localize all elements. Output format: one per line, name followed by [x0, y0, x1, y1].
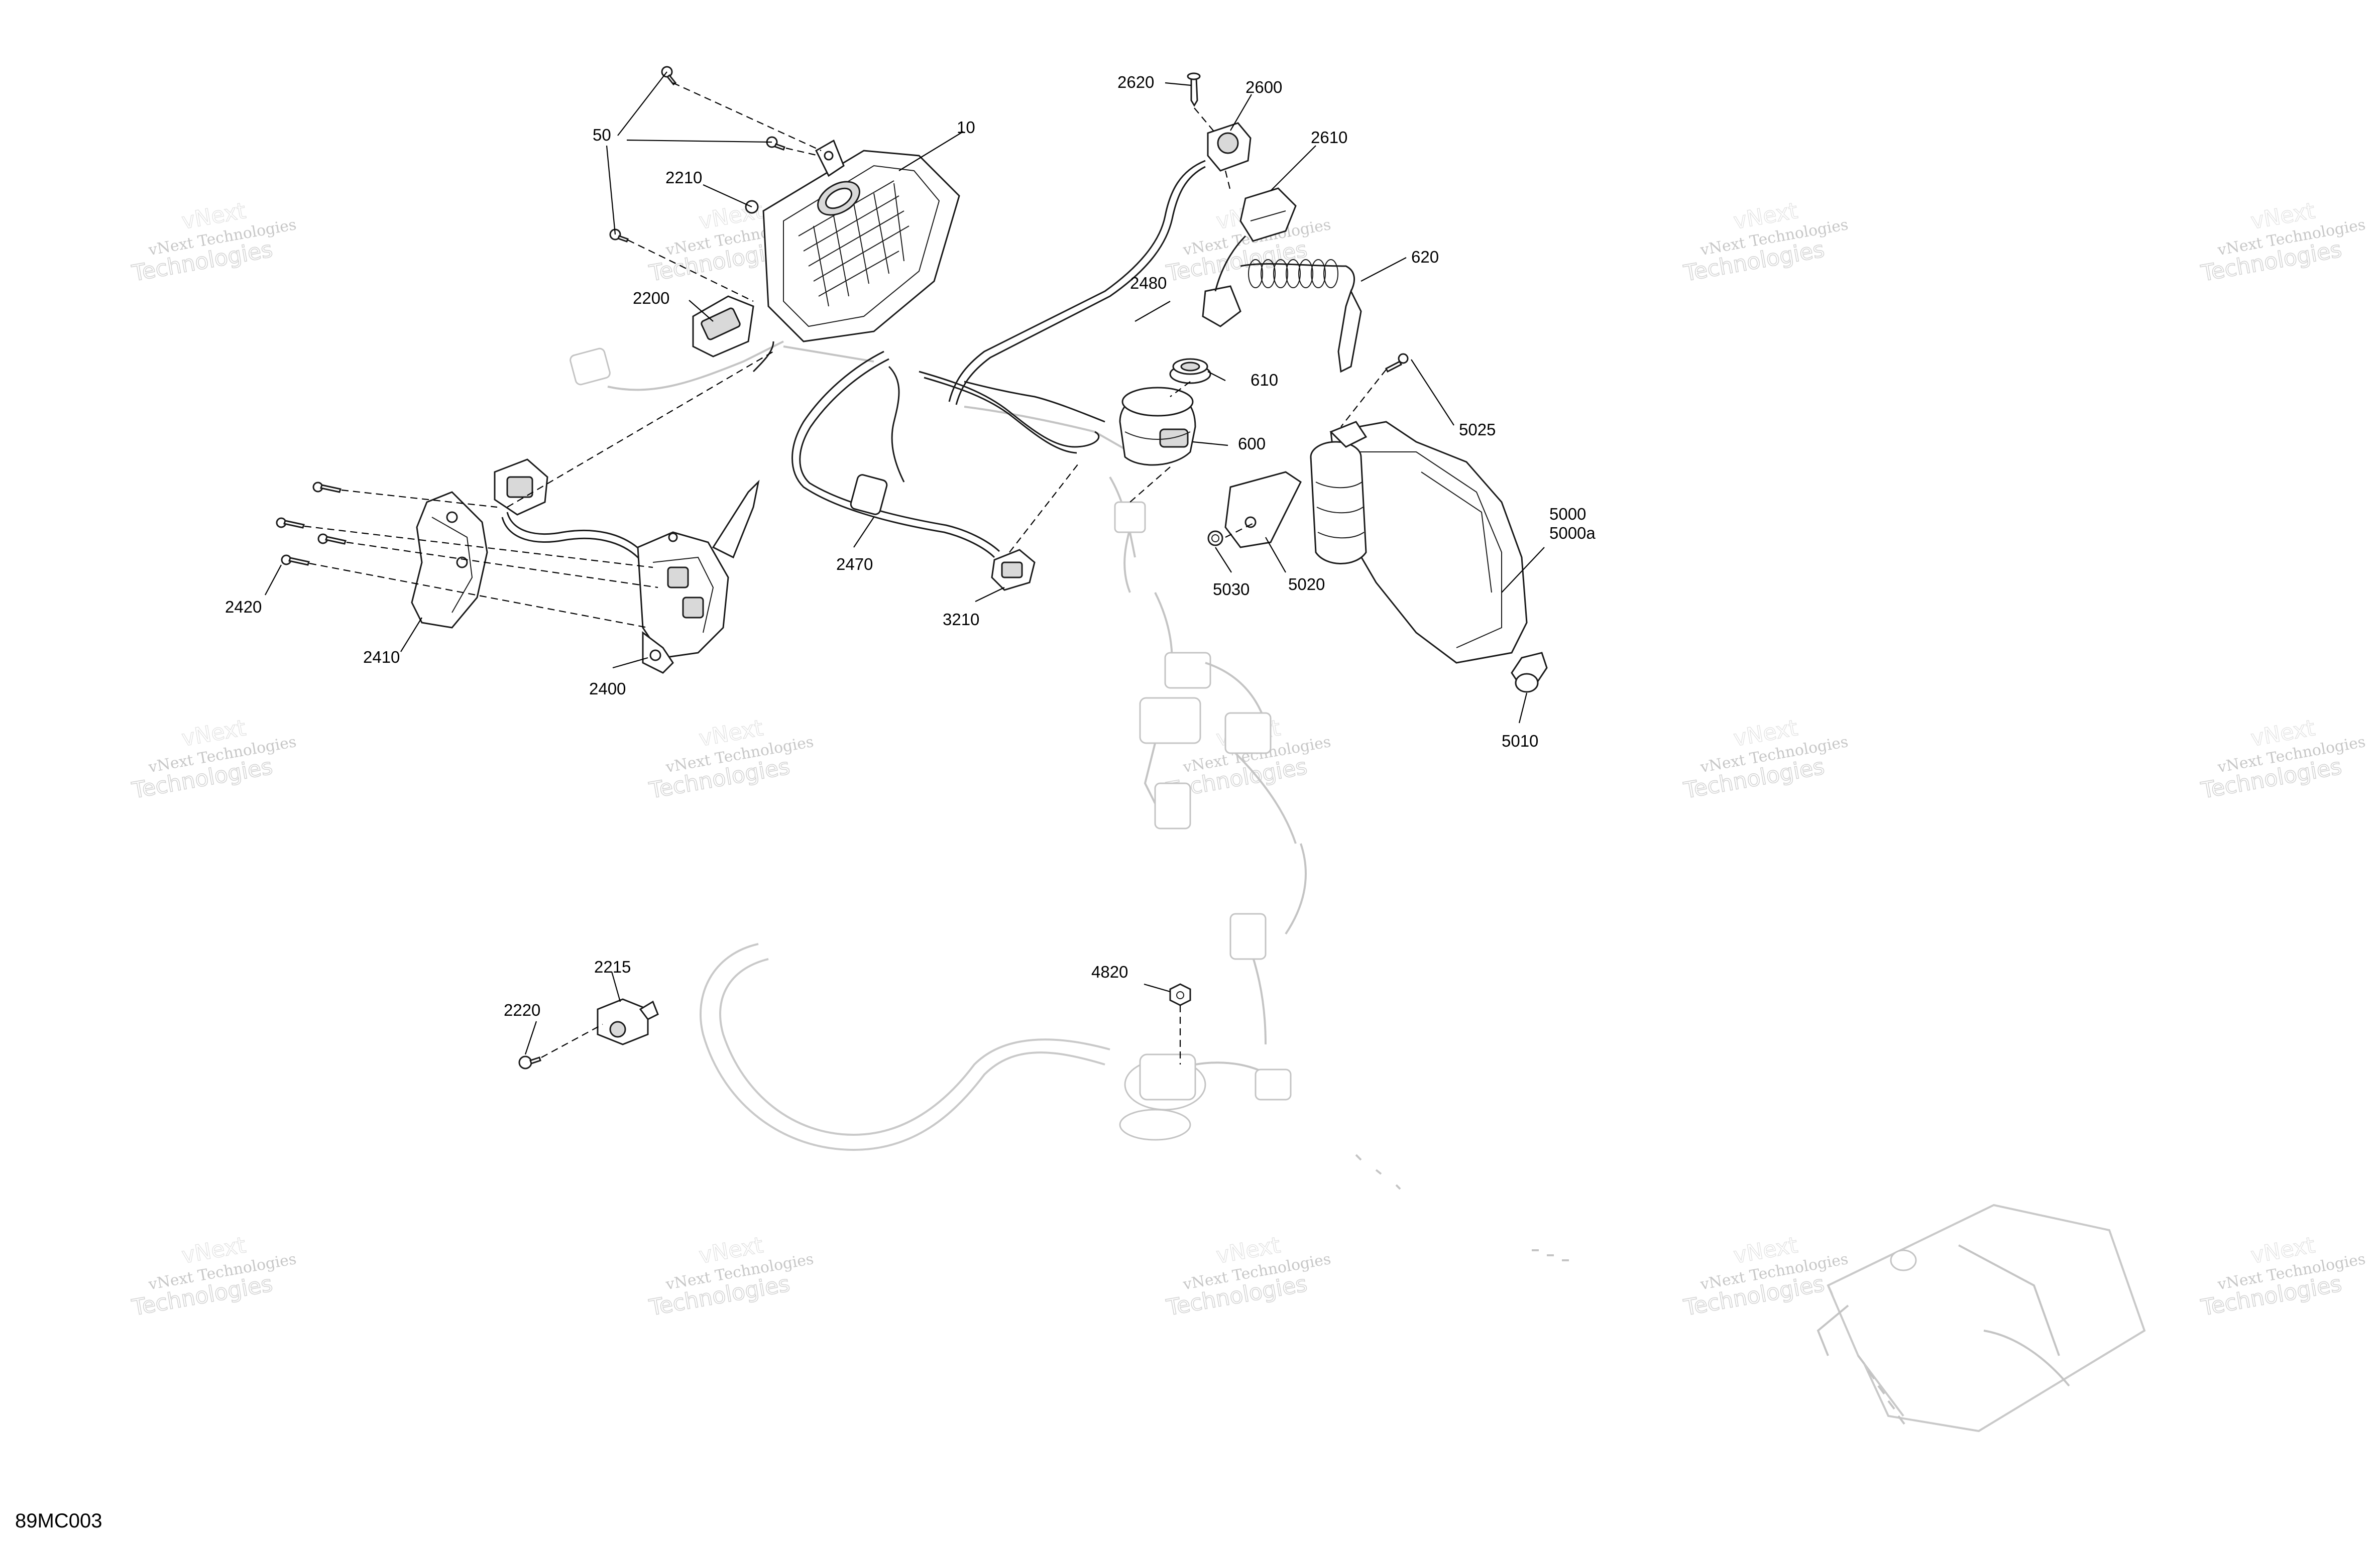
ghosted-vehicle-context	[570, 340, 2146, 1433]
callout-2220: 2220	[504, 1001, 540, 1019]
callout-5030: 5030	[1213, 580, 1250, 599]
callout-2610: 2610	[1311, 128, 1347, 147]
callout-2620: 2620	[1117, 73, 1154, 91]
diagram-reference-code: 89MC003	[15, 1510, 102, 1532]
screw-5025	[1385, 353, 1409, 373]
callout-4820: 4820	[1091, 963, 1128, 981]
key-switch-assembly	[948, 72, 1362, 466]
screw-2420-a	[312, 482, 342, 493]
callout-2470: 2470	[836, 555, 873, 573]
harness-2470	[791, 350, 1105, 591]
callout-50: 50	[593, 126, 611, 144]
callout-600: 600	[1238, 434, 1266, 453]
callout-10: 10	[957, 118, 975, 137]
callout-5025: 5025	[1459, 420, 1496, 439]
callout-3210: 3210	[943, 610, 979, 629]
callout-620: 620	[1411, 248, 1439, 266]
sensor-2215-group	[518, 998, 659, 1070]
callout-5000: 5000	[1549, 505, 1586, 523]
callout-2210: 2210	[665, 168, 702, 187]
callout-2410: 2410	[363, 648, 400, 666]
dashed-assembly-lines	[304, 82, 1387, 1064]
screw-2420-d	[281, 554, 310, 566]
callout-labels: 10 50 2210 2200 2620 2600 2610 620 2480 …	[225, 73, 1596, 1019]
handlebar-switch-assembly	[276, 458, 760, 674]
module-assembly-10	[609, 66, 960, 373]
callout-2480: 2480	[1130, 274, 1167, 292]
callout-5010: 5010	[1502, 732, 1538, 750]
leader-lines	[265, 71, 1545, 1055]
screw-50-mid	[766, 136, 785, 151]
screw-2420-c	[317, 533, 347, 545]
screw-2220	[518, 1055, 541, 1070]
screw-2420-b	[276, 517, 305, 529]
callout-2400: 2400	[589, 679, 626, 698]
ecu-assembly	[1207, 353, 1548, 693]
callout-610: 610	[1251, 371, 1278, 389]
nut-4820	[1169, 983, 1191, 1006]
callout-2200: 2200	[633, 289, 669, 307]
screw-50-low	[609, 228, 629, 243]
callout-5000a: 5000a	[1549, 524, 1596, 542]
callout-5020: 5020	[1288, 575, 1325, 594]
callout-2600: 2600	[1245, 78, 1282, 96]
callout-2420: 2420	[225, 598, 262, 616]
callout-2215: 2215	[594, 958, 631, 976]
